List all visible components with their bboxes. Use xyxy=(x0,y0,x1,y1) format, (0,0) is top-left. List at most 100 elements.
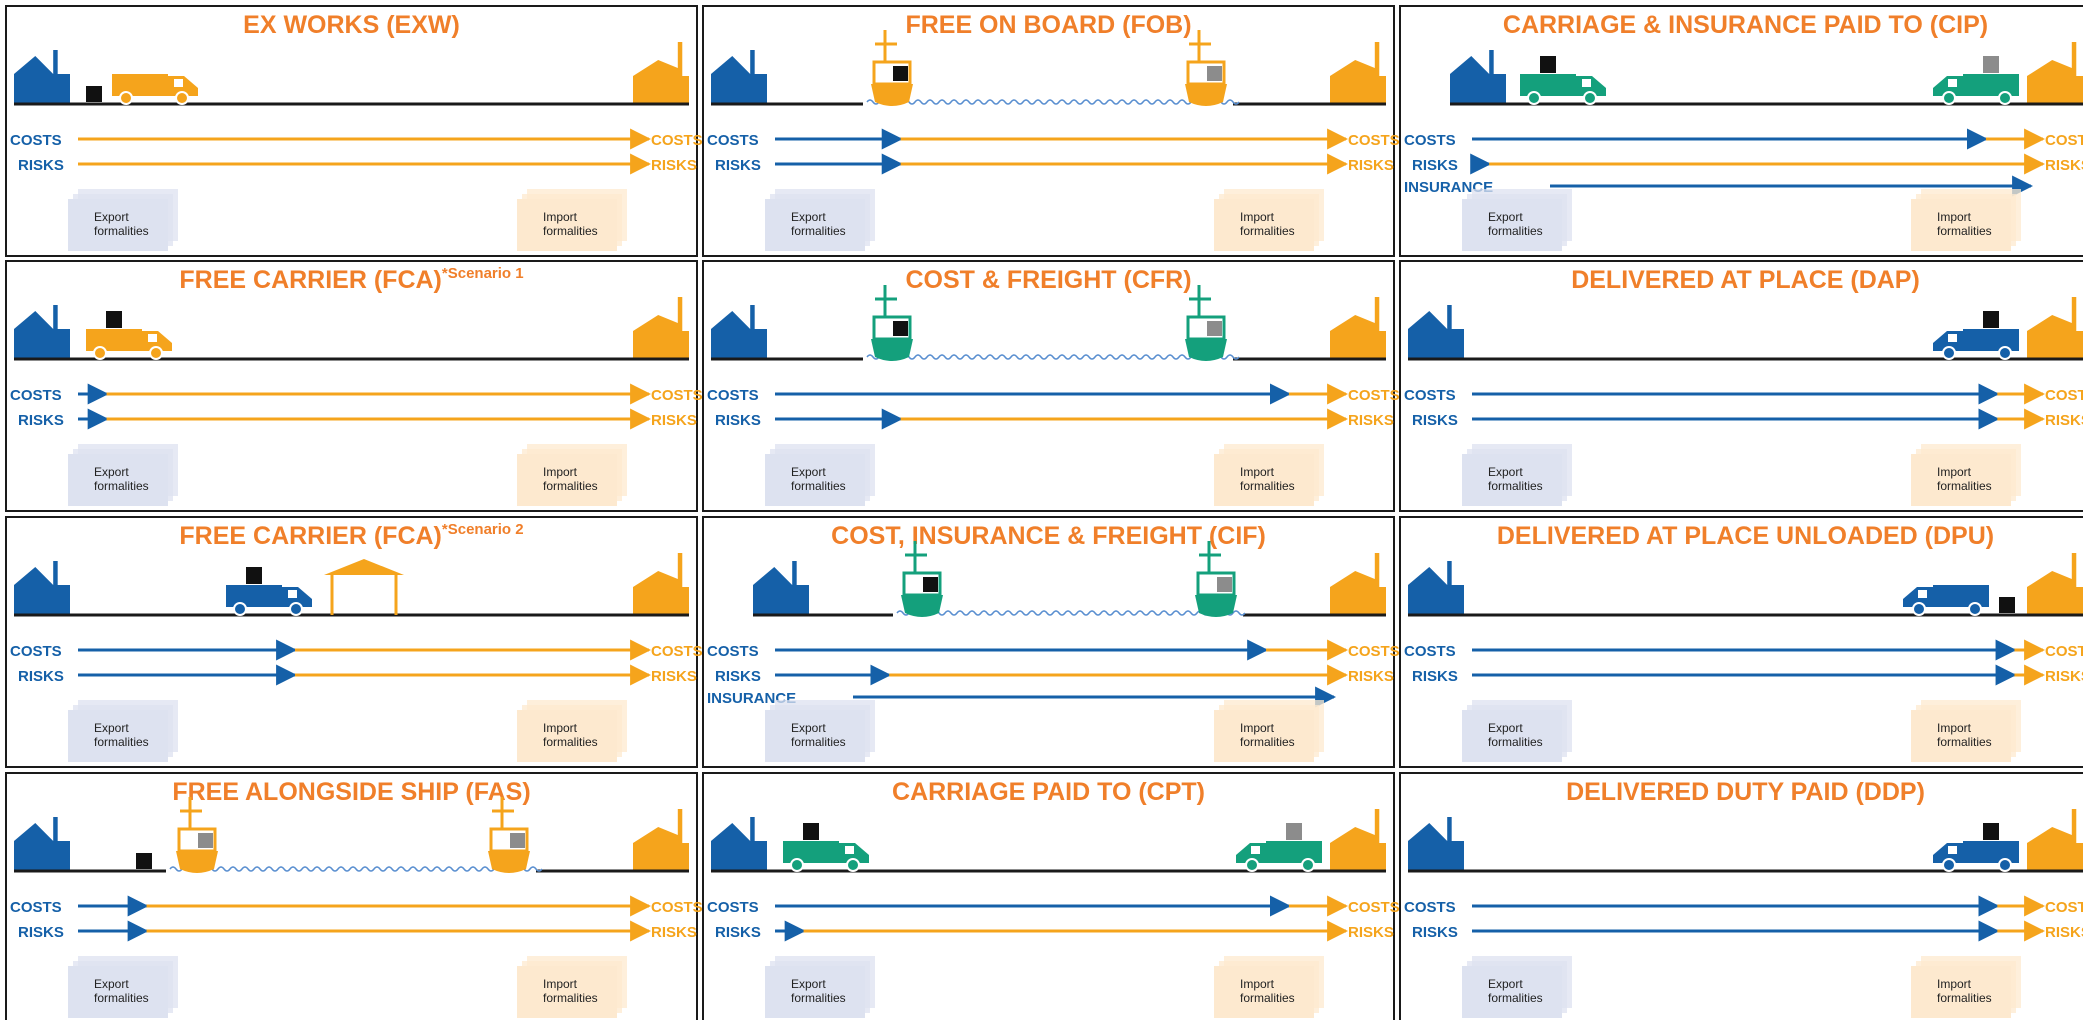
truck-icon-buyer xyxy=(112,74,198,105)
costs-label-buyer: COSTS xyxy=(651,643,703,660)
truck-window xyxy=(1948,79,1957,87)
ship-hull xyxy=(871,84,913,106)
document-sheet xyxy=(1911,454,2011,506)
costs-label-seller: COSTS xyxy=(707,899,759,916)
buyer-warehouse-icon xyxy=(1330,297,1386,359)
document-label-line2: formalities xyxy=(791,479,846,493)
seller-warehouse-icon xyxy=(14,817,70,871)
shelter-roof xyxy=(324,559,404,575)
document-sheet xyxy=(1462,710,1562,762)
document-label-line2: formalities xyxy=(1240,224,1295,238)
ship-hull xyxy=(1185,339,1227,361)
panel-title-text: COST, INSURANCE & FREIGHT (CIF) xyxy=(831,522,1266,550)
document-label-line2: formalities xyxy=(791,735,846,749)
seller-warehouse-icon xyxy=(14,561,70,615)
truck-window xyxy=(148,334,157,342)
truck-icon-seller xyxy=(226,567,312,616)
risks-label-buyer: RISKS xyxy=(1348,668,1394,685)
document-label-line1: Import xyxy=(1937,210,1972,224)
ship-icon-destination xyxy=(1195,541,1237,617)
panel-dap: DELIVERED AT PLACE (DAP)COSTSRISKSCOSTSR… xyxy=(1399,260,2083,512)
document-label-line2: formalities xyxy=(1937,224,1992,238)
risks-label-buyer: RISKS xyxy=(1348,924,1394,941)
truck-wheel xyxy=(149,346,163,360)
panel-title-text: FREE ALONGSIDE SHIP (FAS) xyxy=(172,778,530,806)
panel-title: CARRIAGE PAID TO (CPT) xyxy=(892,778,1205,806)
risks-label-buyer: RISKS xyxy=(2045,924,2083,941)
panel-title-text: FREE ON BOARD (FOB) xyxy=(905,11,1191,39)
truck-window xyxy=(1918,590,1927,598)
ship-icon-destination xyxy=(488,797,530,873)
truck-wheel xyxy=(1942,858,1956,872)
costs-label-seller: COSTS xyxy=(1404,643,1456,660)
document-label-line1: Export xyxy=(791,721,826,735)
buyer-warehouse-icon xyxy=(2027,809,2083,871)
truck-window xyxy=(1582,79,1591,87)
document-label-line2: formalities xyxy=(791,991,846,1005)
cargo-box xyxy=(86,86,102,102)
panel-title-text: DELIVERED AT PLACE UNLOADED (DPU) xyxy=(1497,522,1994,550)
document-sheet xyxy=(517,710,617,762)
risks-label-seller: RISKS xyxy=(1412,412,1458,429)
costs-label-buyer: COSTS xyxy=(2045,899,2083,916)
panel-title-text: FREE CARRIER (FCA) xyxy=(179,522,442,550)
document-sheet xyxy=(68,454,168,506)
document-sheet xyxy=(68,199,168,251)
buyer-warehouse-icon xyxy=(2027,42,2083,104)
document-sheet xyxy=(517,199,617,251)
truck-wheel xyxy=(233,602,247,616)
cargo-box xyxy=(1217,577,1232,592)
document-label-line2: formalities xyxy=(1240,735,1295,749)
cargo-box xyxy=(1983,56,1999,73)
risks-label-buyer: RISKS xyxy=(651,157,697,174)
truck-body xyxy=(1963,841,2019,863)
seller-warehouse-icon xyxy=(14,50,70,104)
truck-icon-buyer xyxy=(86,311,172,360)
truck-icon-seller xyxy=(1933,311,2019,360)
panel-title: CARRIAGE & INSURANCE PAID TO (CIP) xyxy=(1503,11,1988,39)
document-label-line1: Export xyxy=(1488,721,1523,735)
document-sheet xyxy=(1214,454,1314,506)
panel-exw: EX WORKS (EXW)COSTSRISKSCOSTSRISKSExport… xyxy=(5,5,703,257)
risks-label-seller: RISKS xyxy=(715,157,761,174)
document-label-line2: formalities xyxy=(1488,735,1543,749)
document-label-line1: Import xyxy=(1937,721,1972,735)
panel-title-superscript: *Scenario 1 xyxy=(442,265,524,282)
document-label-line1: Import xyxy=(1240,977,1275,991)
document-label-line2: formalities xyxy=(1488,991,1543,1005)
buyer-warehouse-icon xyxy=(633,553,689,615)
truck-window xyxy=(288,590,297,598)
costs-label-buyer: COSTS xyxy=(2045,643,2083,660)
panel-title: FREE CARRIER (FCA)*Scenario 2 xyxy=(179,521,523,550)
risks-label-seller: RISKS xyxy=(18,668,64,685)
document-label-line2: formalities xyxy=(1937,991,1992,1005)
panel-title-text: CARRIAGE & INSURANCE PAID TO (CIP) xyxy=(1503,11,1988,39)
truck-wheel xyxy=(1968,602,1982,616)
water-waves xyxy=(866,354,1240,360)
document-sheet xyxy=(1462,966,1562,1018)
panel-title-text: EX WORKS (EXW) xyxy=(243,11,460,39)
document-label-line1: Export xyxy=(791,210,826,224)
document-sheet xyxy=(1462,199,1562,251)
panel-fas: FREE ALONGSIDE SHIP (FAS)COSTSRISKSCOSTS… xyxy=(5,772,703,1020)
document-label-line2: formalities xyxy=(94,735,149,749)
risks-label-seller: RISKS xyxy=(1412,157,1458,174)
truck-wheel xyxy=(1998,346,2012,360)
truck-wheel xyxy=(289,602,303,616)
panel-fca2: FREE CARRIER (FCA)*Scenario 2COSTSRISKSC… xyxy=(5,516,703,768)
truck-wheel xyxy=(1583,91,1597,105)
ship-icon-destination xyxy=(1185,285,1227,361)
ship-hull xyxy=(176,851,218,873)
costs-label-buyer: COSTS xyxy=(651,899,703,916)
